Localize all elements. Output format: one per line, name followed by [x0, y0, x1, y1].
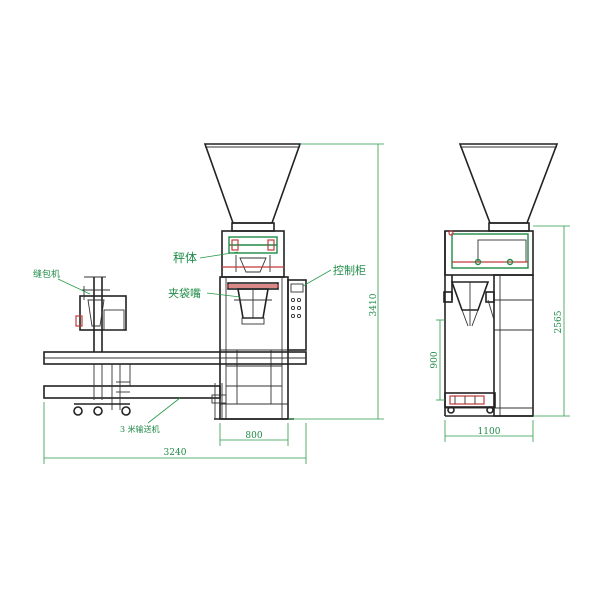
- dim-front-base-width: 800: [245, 431, 262, 441]
- side-bag-clamp: [443, 281, 495, 327]
- side-frame: [444, 231, 534, 417]
- front-hopper: [203, 143, 302, 232]
- dim-side-width: 1100: [478, 427, 501, 437]
- dim-side-clearance: 900: [430, 351, 440, 368]
- side-view: 2565 900 1100: [430, 143, 570, 442]
- label-control-cabinet: 控制柜: [333, 263, 366, 277]
- control-cabinet: [287, 279, 307, 351]
- dim-side-height: 2565: [554, 310, 564, 333]
- dim-front-total-length: 3240: [164, 448, 187, 458]
- front-view: 秤体 夹袋嘴 控制柜 缝包机 3 米输送机 3410 800 3240: [33, 143, 384, 464]
- label-sewing-machine: 缝包机: [33, 268, 60, 280]
- label-scale-body: 秤体: [173, 251, 197, 265]
- conveyor: [43, 351, 307, 419]
- front-leaders: [57, 251, 332, 424]
- side-hopper: [458, 143, 559, 232]
- dim-front-total-height: 3410: [369, 293, 379, 316]
- side-dimensions: [436, 225, 570, 442]
- front-dimensions: [43, 143, 384, 464]
- sewing-machine: [75, 276, 127, 352]
- label-conveyor: 3 米输送机: [120, 424, 160, 434]
- bag-clamp: [227, 282, 279, 325]
- side-scale: [444, 230, 534, 276]
- scale-body: [221, 230, 285, 278]
- label-bag-clamp: 夹袋嘴: [168, 286, 201, 300]
- side-conveyor: [444, 392, 496, 414]
